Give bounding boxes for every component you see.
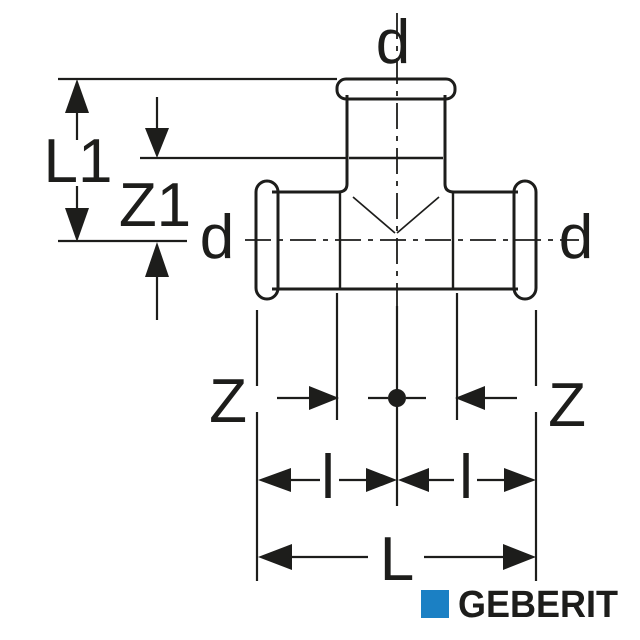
label-d-left: d [200,203,234,272]
geberit-logo: GEBERIT [421,584,618,626]
center-point-dot [388,389,406,407]
arrow-right-icon [309,386,339,410]
arrow-up-icon [145,242,169,277]
centerlines [245,13,579,306]
dimension-L1: L1 [44,79,113,242]
tee-fitting-outline [254,77,538,301]
label-L1: L1 [44,127,113,196]
geberit-wordmark: GEBERIT [458,584,618,626]
dimension-Z1: Z1 [119,97,191,320]
label-Z1: Z1 [119,171,191,240]
branch-press-bead [335,77,457,101]
dimension-Z-row: Z Z [209,367,586,440]
arrow-down-icon [65,208,89,242]
extension-lines [58,77,538,581]
branch-right-wall-and-body-top-right [443,95,518,194]
junction-diagonal-left [352,196,396,234]
label-l-left: l [321,443,335,512]
arrow-down-icon [145,128,169,158]
geberit-logo-square [421,590,449,618]
label-L: L [380,525,414,594]
dimension-l-row: l l [258,443,536,512]
label-l-right: l [459,443,473,512]
left-press-bead [254,179,280,301]
label-Z-right: Z [548,371,586,440]
junction-diagonal-right [396,196,440,234]
label-d-right: d [559,203,593,272]
arrow-right-icon [503,544,536,570]
label-d-top: d [376,8,410,77]
arrow-right-icon [504,468,536,492]
arrow-left-icon [258,544,292,570]
arrow-up-icon [65,79,89,113]
arrow-right-icon [366,468,397,492]
arrow-left-icon [398,468,429,492]
branch-left-wall-and-body-top-left [272,95,349,194]
label-Z-left: Z [209,367,247,436]
arrow-left-icon [258,468,291,492]
right-press-bead [512,179,538,301]
arrow-left-icon [455,386,485,410]
dimension-L-row: L [258,525,536,594]
